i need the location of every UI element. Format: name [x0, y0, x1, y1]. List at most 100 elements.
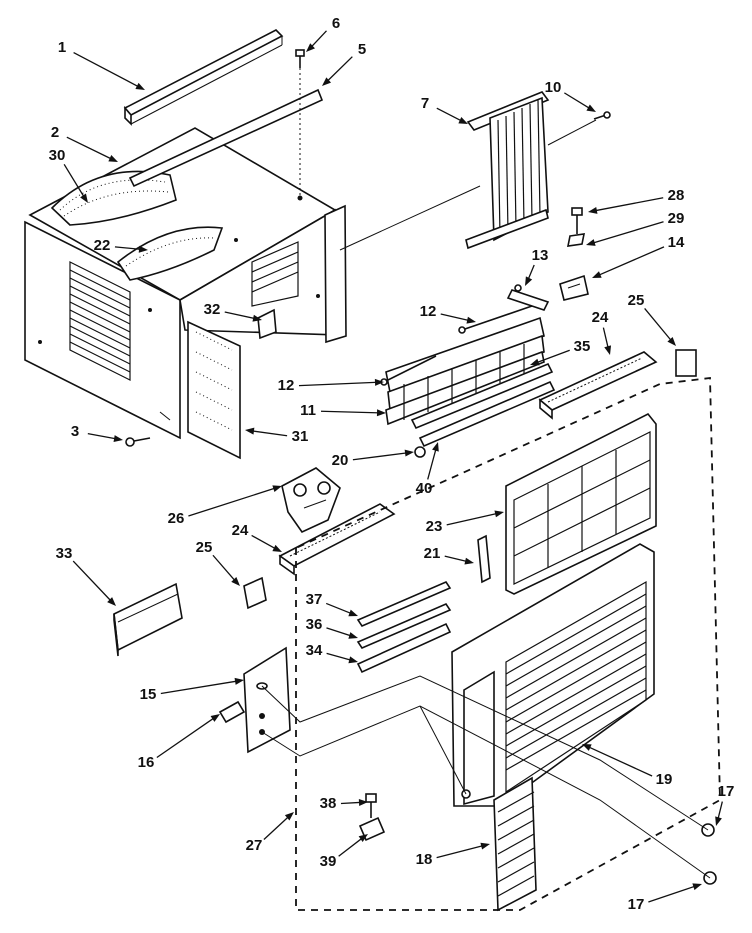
callout-19: 19 [582, 744, 672, 788]
leader-arrowhead [667, 336, 676, 346]
callout-label: 31 [292, 428, 309, 445]
callout-3: 3 [71, 423, 123, 442]
leader-line [644, 308, 673, 342]
leader-arrowhead [234, 677, 244, 685]
leader-arrowhead [252, 314, 262, 322]
part-washer-29 [566, 233, 586, 247]
callout-26: 26 [168, 485, 282, 527]
callout-11: 11 [300, 402, 386, 419]
callout-17: 17 [628, 883, 702, 913]
leader-arrowhead [715, 816, 722, 826]
callout-label: 20 [332, 452, 349, 469]
callout-label: 12 [420, 303, 437, 320]
leader-arrowhead [586, 104, 596, 112]
part-insulation-22 [116, 226, 224, 281]
leader-line [352, 452, 409, 461]
leader-line [436, 844, 485, 859]
leader-line [326, 652, 353, 662]
leader-arrowhead [138, 245, 148, 253]
leader-line [66, 136, 113, 161]
callout-label: 32 [204, 301, 221, 318]
leader-arrowhead [348, 632, 358, 639]
callout-label: 10 [545, 79, 562, 96]
part-knob-16 [218, 700, 246, 724]
leader-arrowhead [108, 155, 118, 162]
part-louvre-bar-37 [356, 581, 452, 627]
leader-line [440, 313, 471, 322]
callout-39: 39 [320, 834, 368, 870]
callout-1: 1 [58, 39, 145, 90]
callout-40: 40 [416, 442, 439, 497]
callout-10: 10 [545, 79, 596, 112]
leader-arrowhead [113, 435, 123, 442]
leader-line [320, 410, 381, 414]
part-rear-grille-7 [339, 91, 597, 251]
part-insulation-30 [50, 170, 177, 226]
leader-arrowhead [525, 276, 533, 286]
leader-line [251, 534, 277, 550]
part-rod-12a [458, 305, 533, 334]
callout-7: 7 [421, 95, 468, 124]
callout-label: 13 [532, 247, 549, 264]
leader-arrowhead [358, 798, 368, 806]
callout-32: 32 [204, 301, 262, 322]
leader-line [263, 815, 290, 841]
leader-arrowhead [494, 510, 504, 518]
callout-label: 36 [306, 616, 323, 633]
callout-label: 24 [592, 309, 609, 326]
callout-35: 35 [530, 338, 590, 366]
callout-label: 15 [140, 686, 157, 703]
callout-12: 12 [420, 303, 476, 324]
callout-24: 24 [232, 522, 282, 552]
part-bracket-14 [559, 274, 589, 301]
leader-arrowhead [80, 193, 88, 203]
leader-arrowhead [348, 656, 358, 664]
callout-21: 21 [424, 545, 474, 565]
part-louvre-bar-34 [356, 622, 452, 674]
callout-14: 14 [592, 234, 685, 278]
callout-13: 13 [525, 247, 548, 286]
callout-label: 22 [94, 237, 111, 254]
leader-arrowhead [458, 117, 468, 124]
callout-label: 3 [71, 423, 79, 440]
leader-arrowhead [245, 427, 255, 435]
leader-arrowhead [582, 744, 592, 751]
leader-line [444, 555, 469, 563]
leader-line [436, 107, 463, 123]
leader-line [250, 430, 288, 437]
leader-arrowhead [592, 271, 602, 278]
callout-label: 12 [278, 377, 295, 394]
callout-37: 37 [306, 591, 358, 617]
part-front-filter-23 [505, 412, 657, 595]
leader-line [298, 381, 379, 387]
leader-line [72, 560, 113, 603]
leader-line [427, 447, 437, 480]
leader-line [224, 311, 257, 320]
callout-label: 39 [320, 853, 337, 870]
leader-line [597, 246, 665, 277]
callout-label: 28 [668, 187, 685, 204]
callout-label: 23 [426, 518, 443, 535]
leader-arrowhead [480, 842, 490, 850]
leader-line [326, 627, 353, 637]
leader-arrowhead [272, 485, 282, 493]
callout-16: 16 [138, 714, 220, 771]
part-cabinet [24, 127, 347, 440]
leader-line [587, 745, 653, 777]
part-screw-6 [295, 49, 305, 200]
callout-label: 5 [358, 41, 366, 58]
callout-label: 18 [416, 851, 433, 868]
callout-25: 25 [628, 292, 676, 346]
leader-line [188, 487, 277, 517]
leader-arrowhead [404, 449, 414, 457]
part-fan-bracket-26 [281, 467, 341, 534]
callout-30: 30 [49, 147, 88, 203]
callout-label: 33 [56, 545, 73, 562]
callout-label: 38 [320, 795, 337, 812]
part-clip-13 [506, 284, 550, 311]
part-front-panel-19 [451, 543, 655, 807]
leader-line [87, 433, 118, 440]
part-bracket-assembly-11 [385, 316, 545, 426]
callout-label: 26 [168, 510, 185, 527]
leader-arrowhead [348, 609, 358, 617]
